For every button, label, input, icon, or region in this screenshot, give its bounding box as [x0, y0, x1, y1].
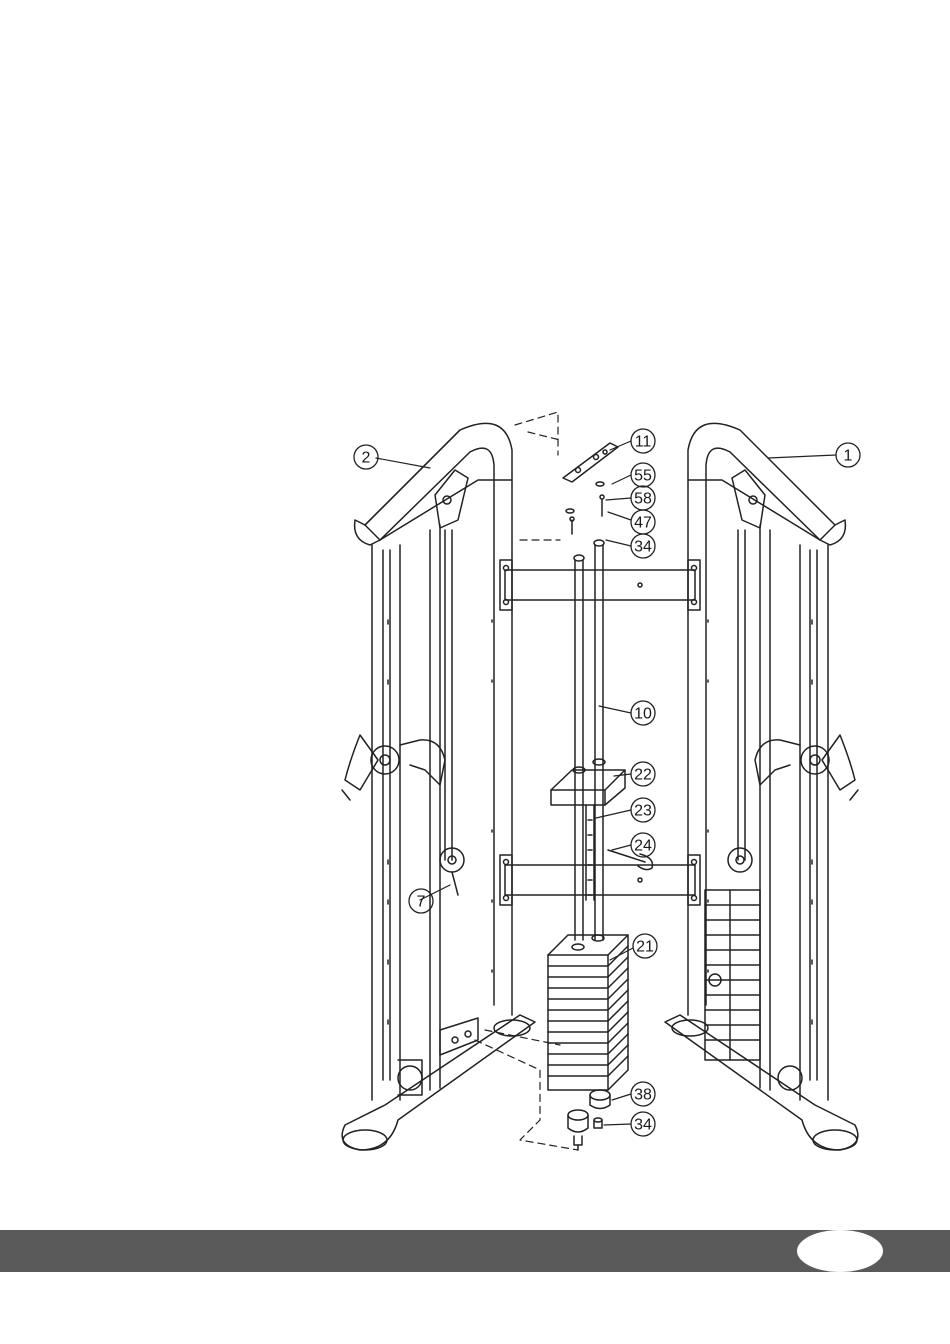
left-tower-frame	[342, 423, 535, 1150]
callout-10: 10	[631, 701, 655, 725]
callout-23: 23	[631, 798, 655, 822]
callout-1: 1	[836, 443, 860, 467]
callout-58-label: 58	[634, 491, 652, 508]
callout-58: 58	[631, 486, 655, 510]
callout-24-label: 24	[634, 838, 652, 855]
selector-plate	[551, 759, 625, 900]
callout-34-bottom: 34	[631, 1112, 655, 1136]
callout-38: 38	[631, 1082, 655, 1106]
page-number-badge	[797, 1230, 883, 1272]
callout-23-label: 23	[634, 803, 652, 820]
callout-21-label: 21	[636, 939, 654, 956]
right-tower-frame	[665, 423, 858, 1150]
callout-47-label: 47	[634, 515, 652, 532]
callout-22: 22	[631, 762, 655, 786]
crossbar-upper	[500, 560, 700, 610]
callout-55: 55	[631, 463, 655, 487]
callout-22-label: 22	[634, 767, 652, 784]
callout-24: 24	[631, 833, 655, 857]
callout-21: 21	[633, 934, 657, 958]
callout-1-label: 1	[844, 448, 853, 465]
assembly-guide-lines	[475, 412, 578, 1150]
callout-7-label: 7	[417, 894, 426, 911]
callout-34-top-label: 34	[634, 539, 652, 556]
callout-10-label: 10	[634, 706, 652, 723]
callout-38-label: 38	[634, 1087, 652, 1104]
callout-34-top: 34	[631, 534, 655, 558]
bottom-bushings	[568, 1090, 610, 1150]
callout-2-label: 2	[362, 450, 371, 467]
weight-stack	[548, 935, 628, 1090]
top-plate-hardware	[563, 443, 618, 534]
callout-55-label: 55	[634, 468, 652, 485]
callout-11: 11	[631, 429, 655, 453]
callout-11-label: 11	[635, 434, 652, 451]
callout-2: 2	[354, 445, 378, 469]
callout-34-bottom-label: 34	[634, 1117, 652, 1134]
callout-47: 47	[631, 510, 655, 534]
crossbar-lower	[500, 855, 700, 905]
